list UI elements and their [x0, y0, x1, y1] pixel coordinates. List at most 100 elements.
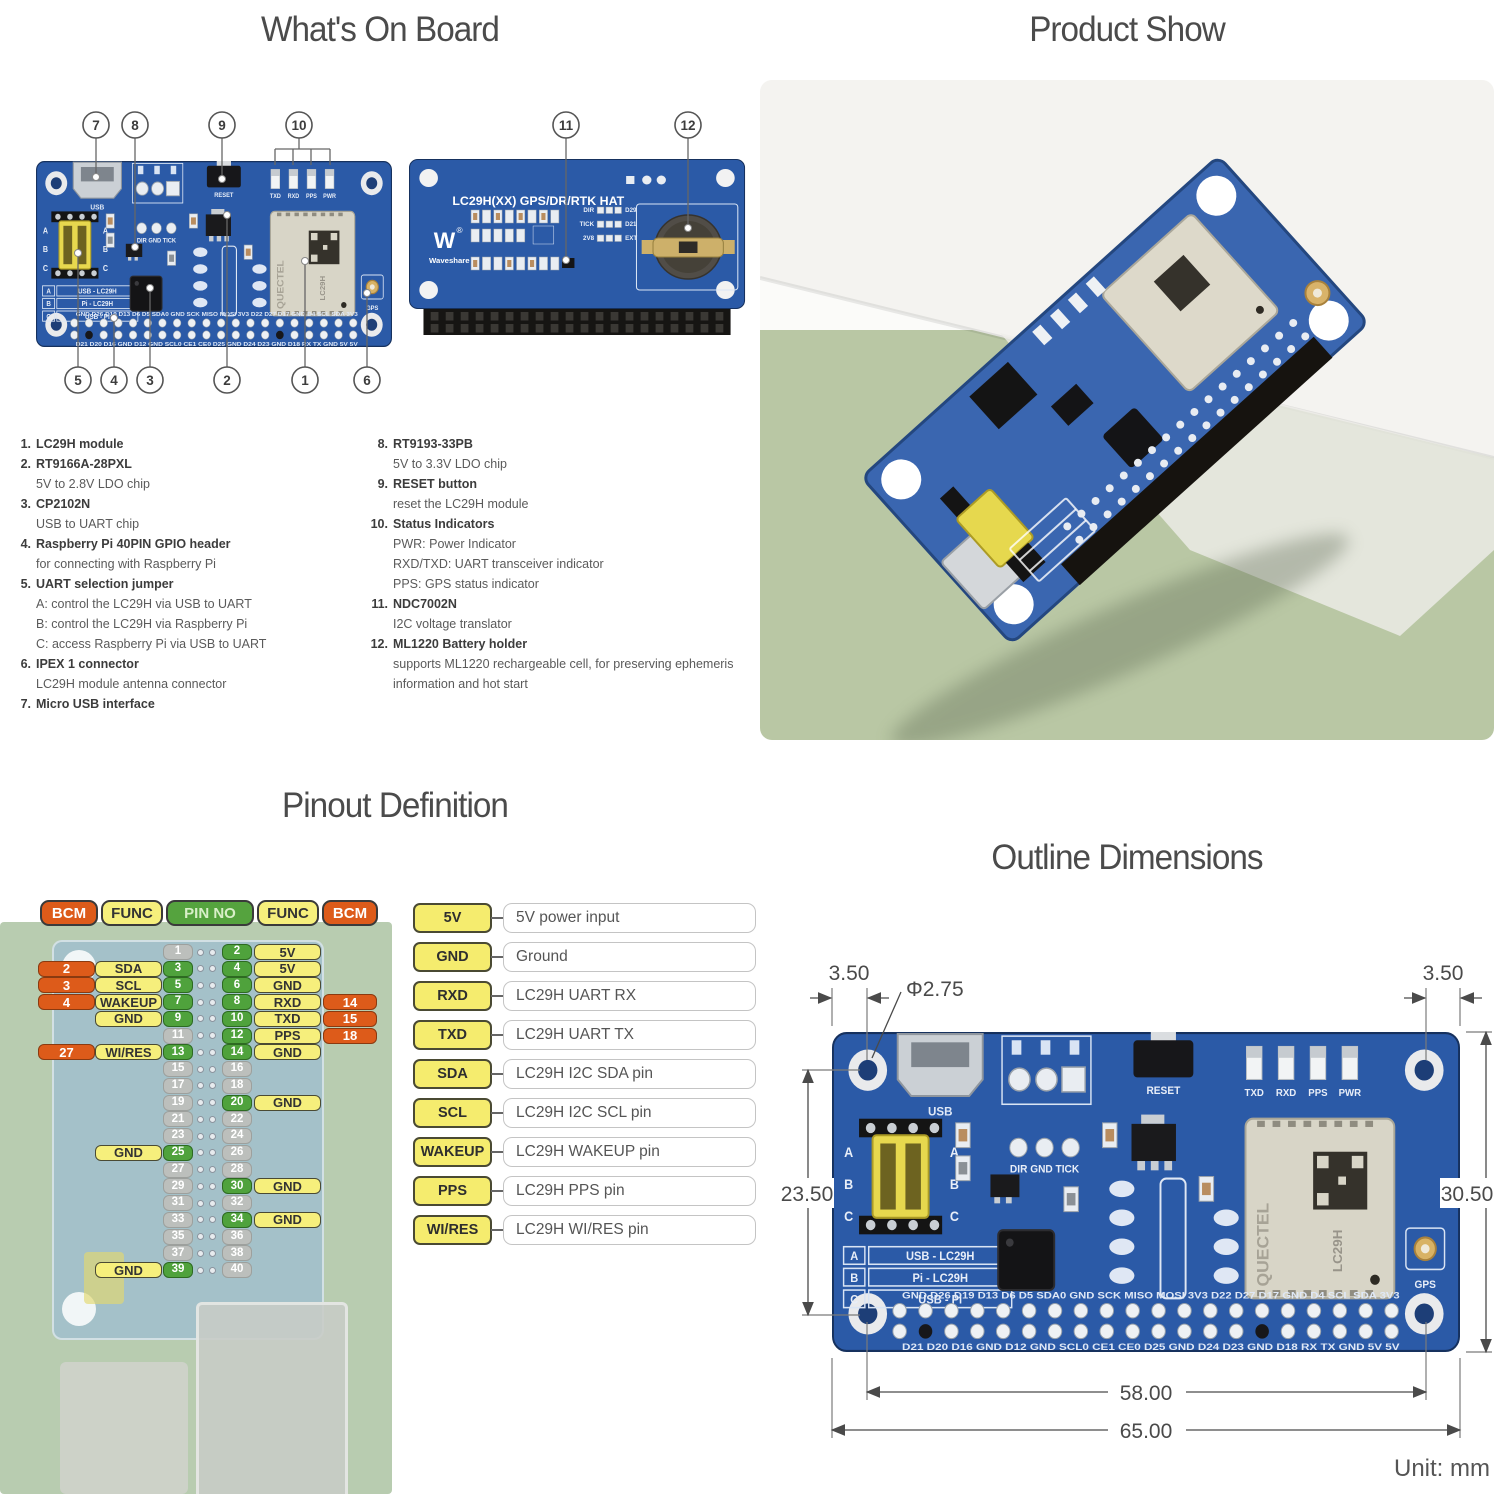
- legend-connector: [491, 1112, 504, 1114]
- part-description: C: access Raspberry Pi via USB to UART: [36, 637, 267, 651]
- part-name: RESET button: [393, 477, 478, 491]
- pinout-header-func-left: FUNC: [101, 900, 163, 926]
- pin-badge-even: 14: [222, 1044, 252, 1061]
- bcm-badge-left: 3: [38, 977, 95, 994]
- pin-hole: [197, 965, 204, 973]
- pin-badge-even: 28: [222, 1161, 252, 1178]
- part-number: 6.: [20, 657, 31, 671]
- bcm-badge-left: 27: [38, 1044, 95, 1061]
- dim-65-00: 65.00: [1120, 1420, 1173, 1443]
- pin-badge-odd: 7: [163, 994, 193, 1011]
- pin-hole: [209, 1199, 216, 1207]
- dimension-labels: 3.50 Φ2.75 3.50 23.50 30.50 58.00 65.00 …: [780, 962, 1494, 1482]
- legend-description: 5V power input: [503, 903, 756, 933]
- pin-badge-even: 40: [222, 1262, 252, 1279]
- part-name: IPEX 1 connector: [36, 657, 139, 671]
- dim-hole-dia: Φ2.75: [906, 978, 964, 1001]
- pin-badge-odd: 3: [163, 960, 193, 977]
- legend-connector: [491, 956, 504, 958]
- func-badge-left: GND: [95, 1262, 162, 1279]
- pin-hole: [209, 1015, 216, 1023]
- callout-lines: [77, 138, 689, 367]
- part-number: 2.: [20, 457, 31, 471]
- pin-badge-even: 34: [222, 1211, 252, 1228]
- pin-badge-odd: 37: [163, 1245, 193, 1262]
- legend-key-badge: PPS: [413, 1176, 492, 1206]
- dim-3-50-right: 3.50: [1423, 962, 1464, 985]
- pin-hole: [209, 1249, 216, 1257]
- pin-hole: [197, 948, 204, 956]
- whats-on-board-diagram: USB DIR GND TICK: [36, 111, 746, 394]
- pin-badge-odd: 35: [163, 1228, 193, 1245]
- part-description: supports ML1220 rechargeable cell, for p…: [393, 657, 734, 671]
- func-badge-right: 5V: [254, 960, 321, 977]
- part-name: ML1220 Battery holder: [393, 637, 528, 651]
- pin-hole: [209, 1082, 216, 1090]
- legend-description: LC29H UART RX: [503, 981, 756, 1011]
- pin-hole: [197, 1149, 204, 1157]
- svg-text:D29: D29: [625, 207, 637, 214]
- pin-hole: [197, 1132, 204, 1140]
- part-item: 4.Raspberry Pi 40PIN GPIO header: [16, 534, 366, 554]
- ml1220-battery-holder: [635, 203, 739, 291]
- legend-description: LC29H WAKEUP pin: [503, 1137, 756, 1167]
- part-number: 11.: [371, 597, 388, 611]
- callout-7: 7: [92, 118, 100, 133]
- func-badge-right: PPS: [254, 1027, 321, 1044]
- usb-ports: [60, 1362, 188, 1494]
- pin-badge-even: 26: [222, 1144, 252, 1161]
- pin-badge-even: 10: [222, 1010, 252, 1027]
- pin-hole: [197, 1099, 204, 1107]
- pin-hole: [209, 1099, 216, 1107]
- func-badge-left: SDA: [95, 960, 162, 977]
- dim-30-50: 30.50: [1441, 1183, 1494, 1206]
- legend-description: LC29H I2C SCL pin: [503, 1098, 756, 1128]
- part-item: 11.NDC7002N: [368, 594, 760, 614]
- legend-connector: [491, 1034, 504, 1036]
- part-description: B: control the LC29H via Raspberry Pi: [36, 617, 248, 631]
- part-description: I2C voltage translator: [393, 617, 512, 631]
- callout-8: 8: [131, 118, 139, 133]
- pin-badge-odd: 19: [163, 1094, 193, 1111]
- svg-text:D21: D21: [625, 221, 637, 228]
- pin-badge-odd: 17: [163, 1077, 193, 1094]
- pin-badge-odd: 13: [163, 1044, 193, 1061]
- part-number: 3.: [20, 497, 31, 511]
- pin-badge-odd: 31: [163, 1195, 193, 1212]
- svg-text:DIR: DIR: [583, 207, 594, 214]
- pinout-header-bcm-right: BCM: [322, 900, 378, 926]
- callout-1: 1: [301, 373, 309, 388]
- outline-dimensions-drawing: 3.50 Φ2.75 3.50 23.50 30.50 58.00 65.00 …: [780, 962, 1494, 1482]
- pinout-definition-title: Pinout Definition: [281, 786, 509, 825]
- legend-key-badge: SDA: [413, 1059, 492, 1089]
- func-badge-right: GND: [254, 977, 321, 994]
- pin-badge-odd: 9: [163, 1010, 193, 1027]
- legend-key-badge: GND: [413, 942, 492, 972]
- legend-key-badge: WAKEUP: [413, 1137, 492, 1167]
- pin-hole: [197, 981, 204, 989]
- part-number: 5.: [20, 577, 31, 591]
- pin-hole: [209, 981, 216, 989]
- pin-hole: [197, 1199, 204, 1207]
- pin-badge-even: 8: [222, 994, 252, 1011]
- pin-badge-even: 22: [222, 1111, 252, 1128]
- pin-badge-odd: 29: [163, 1178, 193, 1195]
- pin-hole: [209, 1032, 216, 1040]
- callout-9: 9: [218, 118, 226, 133]
- pin-hole: [209, 1149, 216, 1157]
- svg-text:W: W: [434, 228, 456, 253]
- part-item: 9.RESET button: [368, 474, 760, 494]
- pin-hole: [197, 1115, 204, 1123]
- part-name: RT9166A-28PXL: [36, 457, 132, 471]
- pin-hole: [209, 948, 216, 956]
- legend-description: LC29H WI/RES pin: [503, 1215, 756, 1245]
- pin-badge-even: 18: [222, 1077, 252, 1094]
- ethernet-port: [196, 1302, 348, 1494]
- pin-badge-odd: 33: [163, 1211, 193, 1228]
- pin-hole: [209, 998, 216, 1006]
- part-description: 5V to 2.8V LDO chip: [36, 477, 150, 491]
- pin-badge-odd: 5: [163, 977, 193, 994]
- legend-key-badge: RXD: [413, 981, 492, 1011]
